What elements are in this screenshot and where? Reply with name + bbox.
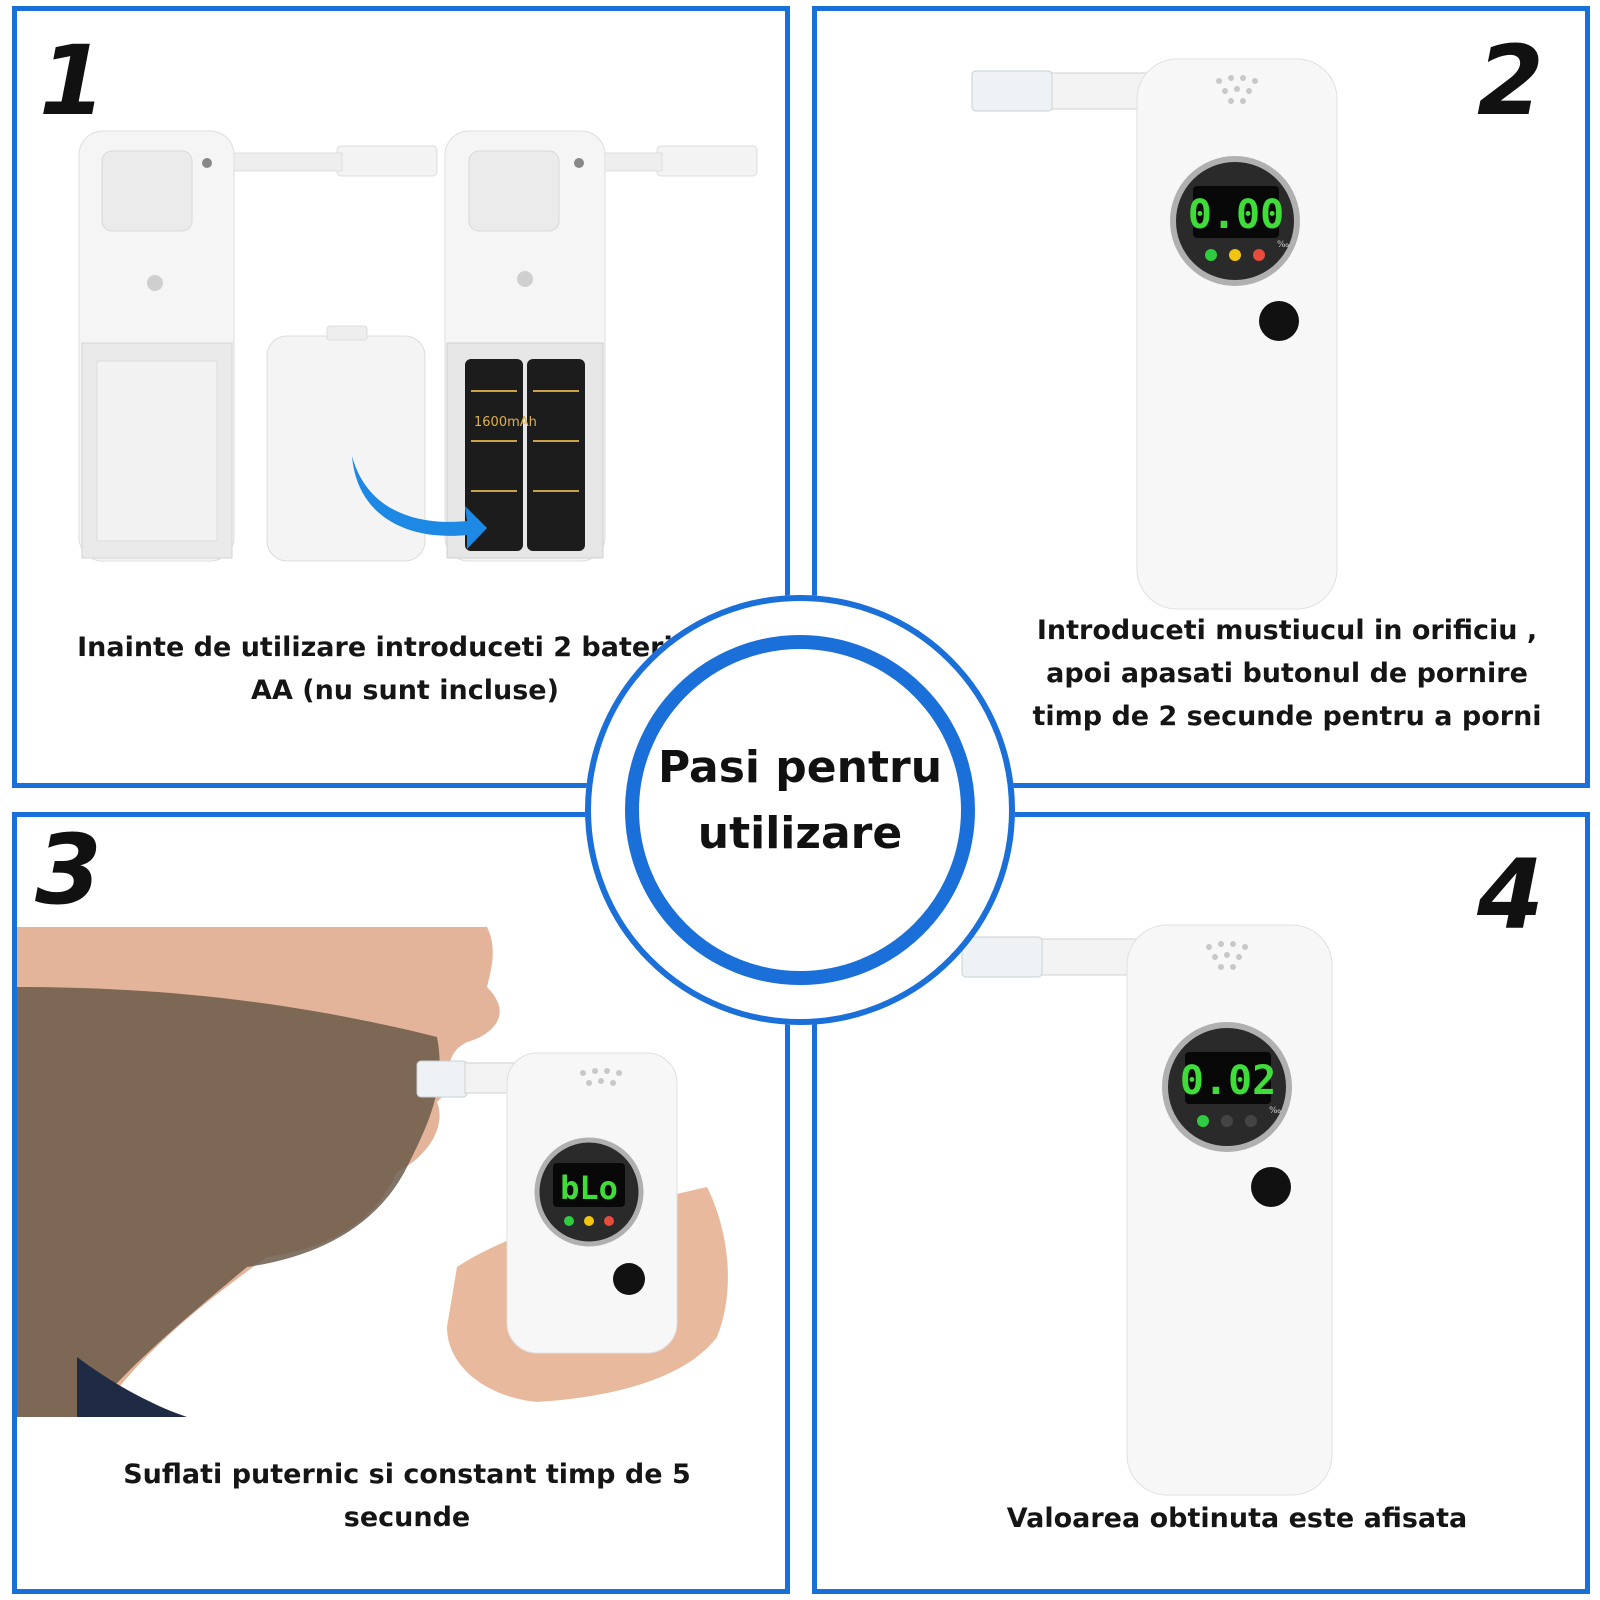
insert-arrow-icon	[352, 456, 487, 549]
step-2-caption: Introduceti mustiucul in orificiu , apoi…	[1032, 615, 1542, 732]
unit-label: ‰	[1269, 1106, 1281, 1116]
device-with-batteries: 1600mAh	[444, 130, 758, 562]
device-open-compartment	[78, 130, 438, 562]
step-3-number: 3	[35, 814, 102, 926]
center-badge	[585, 595, 1015, 1025]
person-blowing-illustration: bLo	[17, 927, 728, 1417]
step-2-display-value: 0.00	[1188, 192, 1284, 238]
step-4-panel: 4 0.02 ‰ Valoarea obtinuta este afisata	[812, 812, 1590, 1594]
speaker-grille-icon	[1216, 75, 1258, 104]
led-yellow-off	[1221, 1115, 1233, 1127]
led-red-off	[1245, 1115, 1257, 1127]
led-red	[1253, 249, 1265, 261]
battery-cell-1	[465, 359, 523, 551]
led-yellow	[1229, 249, 1241, 261]
step-3-display-value: bLo	[560, 1169, 618, 1207]
speaker-grille-icon	[1206, 941, 1248, 970]
led-green	[1205, 249, 1217, 261]
power-button	[1259, 301, 1299, 341]
step-1-number: 1	[39, 25, 106, 137]
step-2-number: 2	[1477, 25, 1544, 137]
step-3-caption: Suflati puternic si constant timp de 5 s…	[123, 1459, 691, 1533]
step-4-caption: Valoarea obtinuta este afisata	[1006, 1503, 1468, 1534]
center-title: Pasi pentru utilizare	[657, 742, 943, 859]
step-4-display-value: 0.02	[1180, 1058, 1276, 1104]
battery-cell-2	[527, 359, 585, 551]
breathalyzer-device-result: 0.02 ‰	[961, 924, 1333, 1496]
step-4-number: 4	[1477, 839, 1544, 951]
step-1-panel: 1	[12, 6, 790, 788]
unit-label: ‰	[1277, 240, 1289, 250]
step-1-caption: Inainte de utilizare introduceti 2 bater…	[77, 632, 733, 706]
led-green	[1197, 1115, 1209, 1127]
battery-installation-illustration: 1600mAh	[78, 130, 758, 562]
breathalyzer-device-on: 0.00 ‰	[971, 58, 1338, 610]
power-button	[1251, 1167, 1291, 1207]
battery-label: 1600mAh	[474, 415, 537, 430]
